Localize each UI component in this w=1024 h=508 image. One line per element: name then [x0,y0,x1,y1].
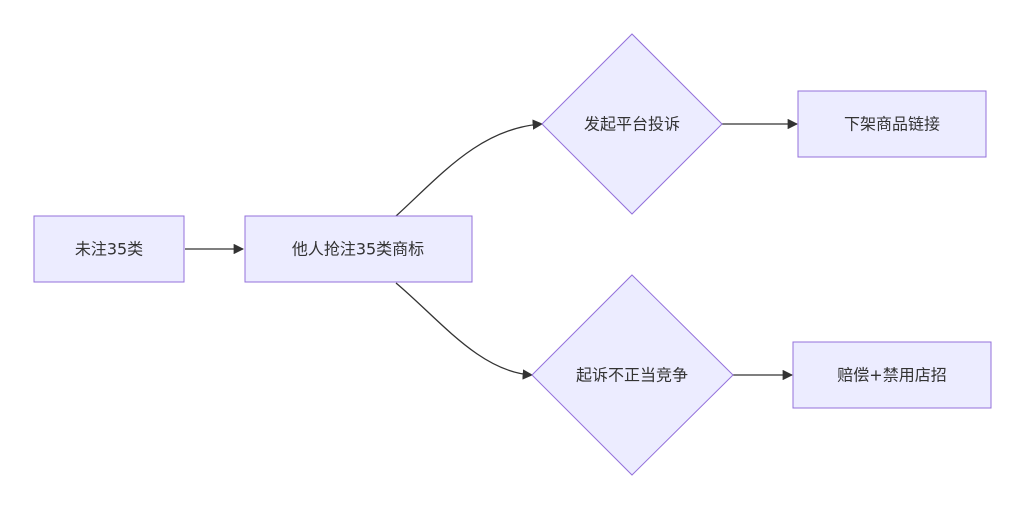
node-squatted-label: 他人抢注35类商标 [292,240,424,259]
node-compensation-label: 赔偿+禁用店招 [837,366,946,385]
node-takedown-label: 下架商品链接 [844,115,940,134]
decision-lawsuit-label: 起诉不正当竞争 [576,366,688,385]
node-squatted: 他人抢注35类商标 [244,215,473,283]
node-takedown: 下架商品链接 [797,90,987,158]
node-unregistered: 未注35类 [33,215,185,283]
edge-squatted-to-lawsuit [395,282,534,380]
decision-complaint: 发起平台投诉 [541,33,723,215]
node-unregistered-label: 未注35类 [75,240,143,259]
node-compensation: 赔偿+禁用店招 [792,341,992,409]
decision-lawsuit: 起诉不正当竞争 [531,274,734,476]
edge-squatted-to-complaint [395,119,544,217]
decision-complaint-label: 发起平台投诉 [584,115,680,134]
